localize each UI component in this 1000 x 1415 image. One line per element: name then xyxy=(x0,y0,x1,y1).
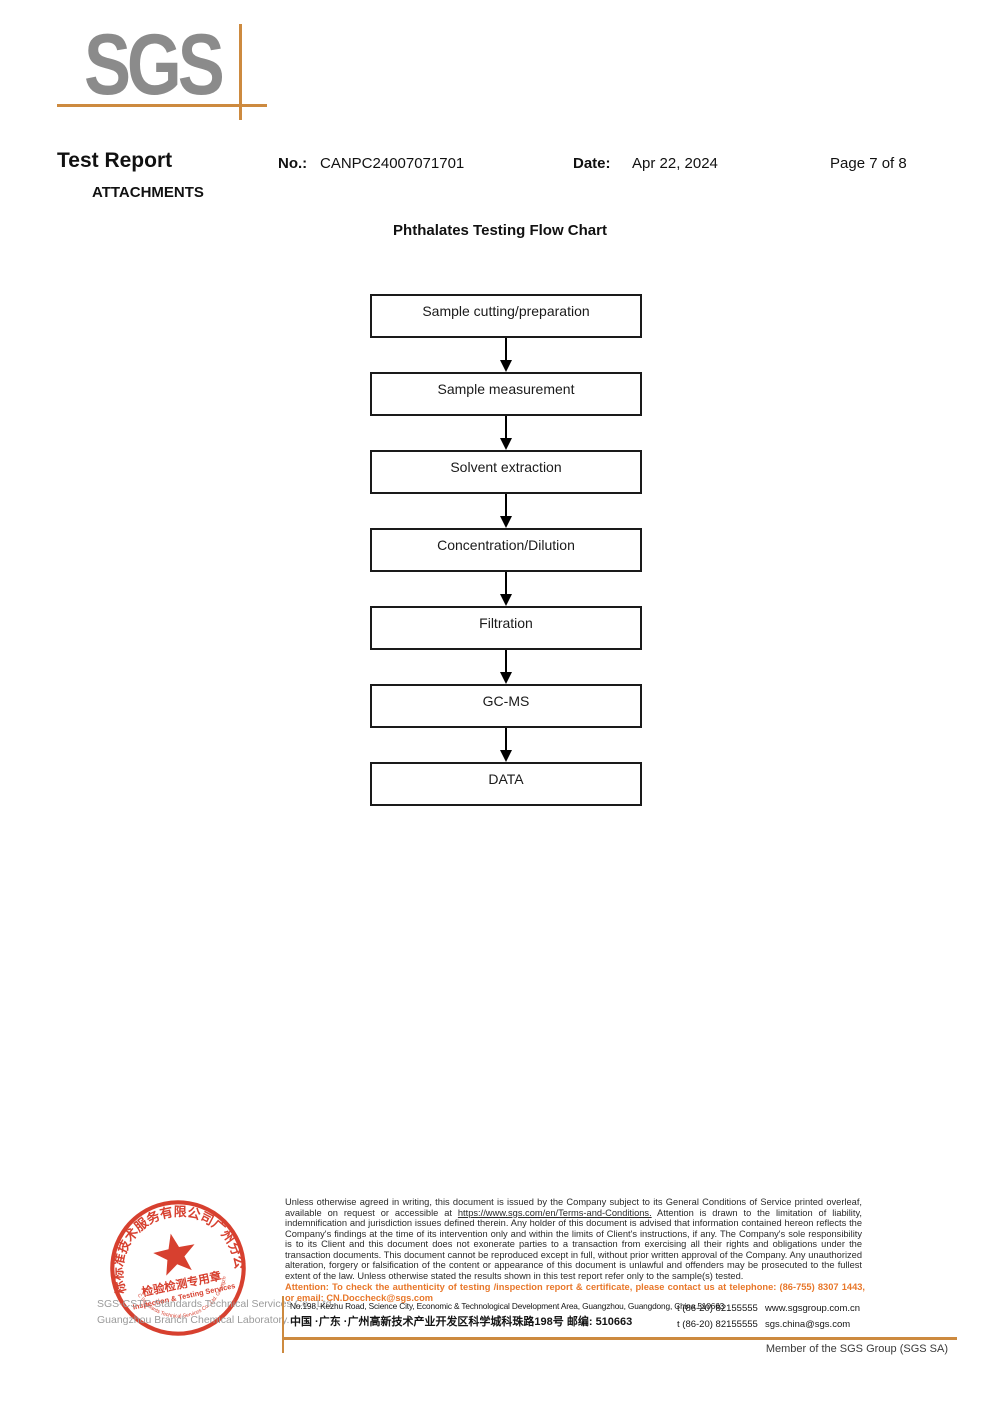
flow-step-sample-cutting: Sample cutting/preparation xyxy=(370,294,642,338)
sgs-group-member-text: Member of the SGS Group (SGS SA) xyxy=(765,1343,948,1355)
flow-step-concentration-dilution: Concentration/Dilution xyxy=(370,528,642,572)
address-divider-line xyxy=(282,1296,284,1353)
attention-notice: Attention: To check the authenticity of … xyxy=(285,1282,865,1303)
footer-rule-line xyxy=(283,1337,957,1340)
page-number: Page 7 of 8 xyxy=(830,155,907,172)
arrow-down-icon xyxy=(500,416,512,450)
report-date-value: Apr 22, 2024 xyxy=(632,155,718,172)
telephone-1: t (86-20) 82155555 xyxy=(677,1303,758,1314)
company-name-line2: Guangzhou Branch Chemical Laboratory. xyxy=(97,1314,290,1326)
arrow-down-icon xyxy=(500,494,512,528)
sgs-logo: SGS xyxy=(84,17,225,113)
report-date-label: Date: xyxy=(573,155,611,172)
arrow-down-icon xyxy=(500,572,512,606)
page-title: Test Report xyxy=(57,149,173,172)
website-url: www.sgsgroup.com.cn xyxy=(765,1303,861,1314)
telephone-2: t (86-20) 82155555 xyxy=(677,1319,758,1330)
flow-step-data: DATA xyxy=(370,762,642,806)
inspection-stamp: 通标标准技术服务有限公司广州分公司 SGS-CSTC Standards Tec… xyxy=(104,1194,248,1336)
flow-step-gc-ms: GC-MS xyxy=(370,684,642,728)
arrow-down-icon xyxy=(500,728,512,762)
report-no-value: CANPC24007071701 xyxy=(320,155,465,172)
stamp-ring xyxy=(110,1200,246,1336)
flow-step-sample-measurement: Sample measurement xyxy=(370,372,642,416)
logo-vertical-line xyxy=(239,24,242,120)
arrow-down-icon xyxy=(500,338,512,372)
arrow-down-icon xyxy=(500,650,512,684)
legal-text-pre: Unless otherwise agreed in writing, this… xyxy=(285,1197,862,1218)
star-icon xyxy=(153,1233,195,1276)
flowchart: Sample cutting/preparation Sample measur… xyxy=(370,294,642,806)
attachments-heading: ATTACHMENTS xyxy=(92,184,204,201)
report-no-label: No.: xyxy=(278,155,308,172)
terms-and-conditions-link[interactable]: https://www.sgs.com/en/Terms-and-Conditi… xyxy=(457,1207,652,1218)
address-chinese: 中国 ·广东 ·广州高新技术产业开发区科学城科珠路198号 邮编: 510663 xyxy=(290,1316,633,1328)
flow-step-filtration: Filtration xyxy=(370,606,642,650)
company-name-line1: SGS-CSTC Standards Technical Services Co… xyxy=(97,1298,335,1310)
legal-disclaimer: Unless otherwise agreed in writing, this… xyxy=(285,1197,862,1281)
flow-step-solvent-extraction: Solvent extraction xyxy=(370,450,642,494)
legal-text-post: Attention is drawn to the limitation of … xyxy=(285,1207,862,1281)
flowchart-title: Phthalates Testing Flow Chart xyxy=(393,222,607,239)
logo-horizontal-line xyxy=(57,104,267,107)
contact-email: sgs.china@sgs.com xyxy=(765,1319,851,1330)
address-english: No.198, Kezhu Road, Science City, Econom… xyxy=(290,1301,725,1311)
